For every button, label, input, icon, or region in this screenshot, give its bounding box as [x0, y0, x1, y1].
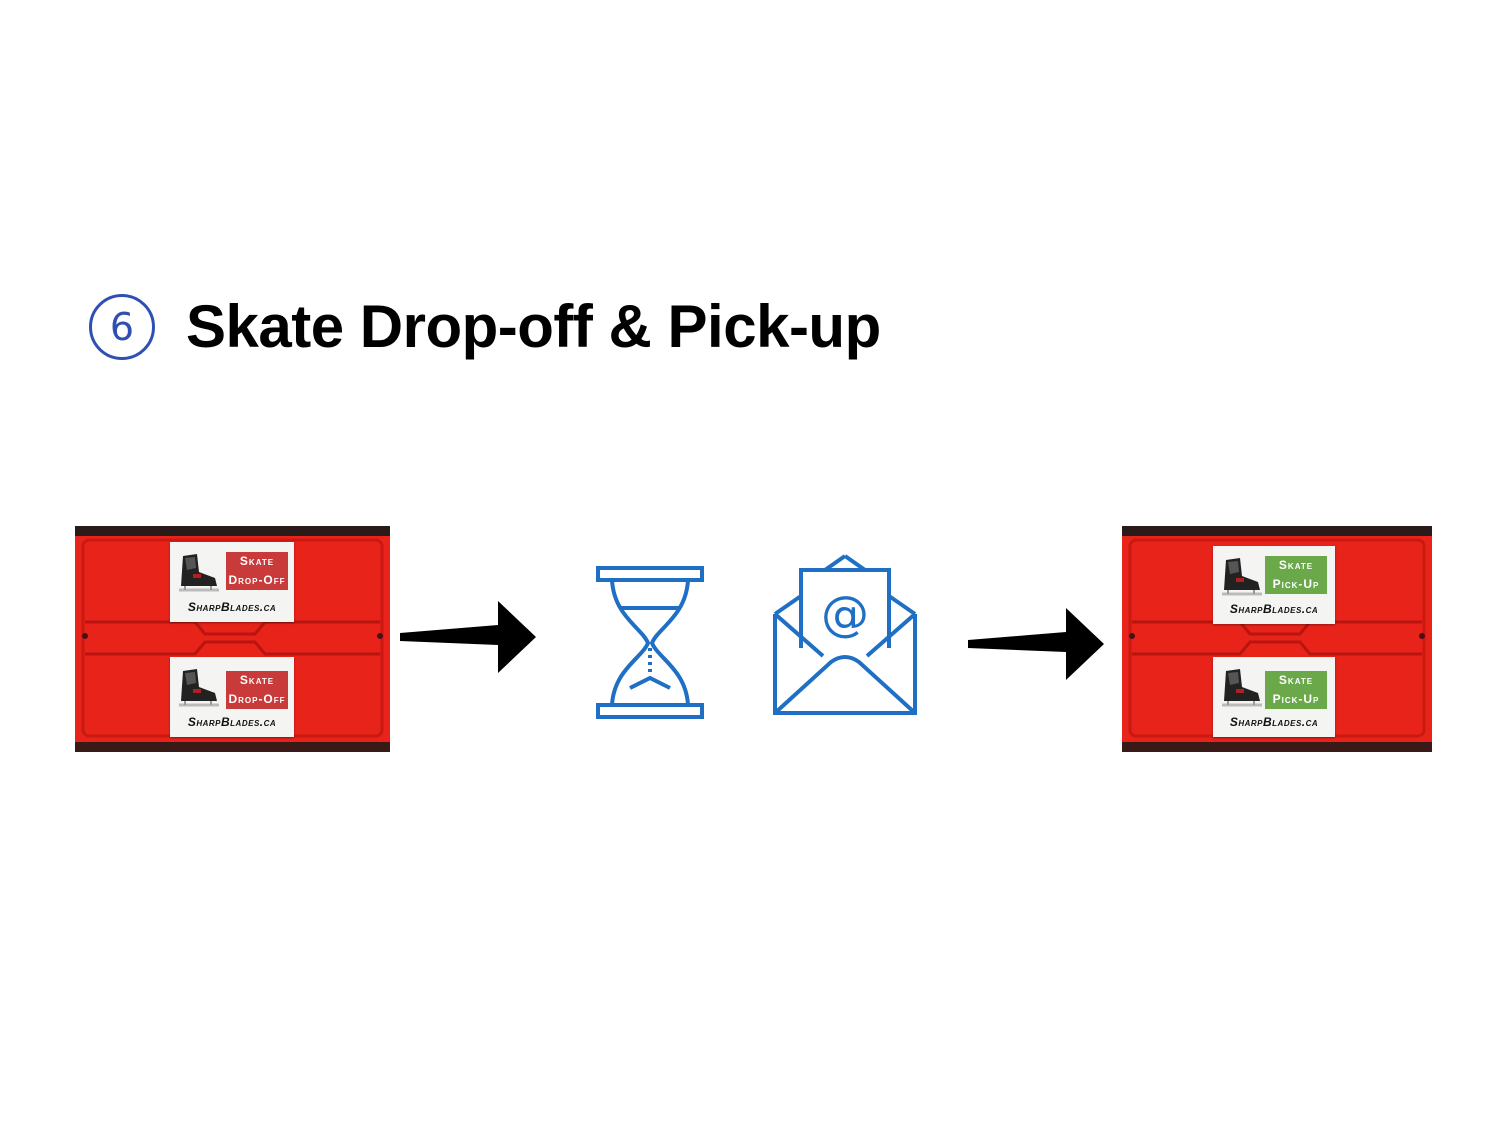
pickup-tag: Skate Pick-Up [1265, 671, 1327, 709]
tag-line2: Drop-Off [228, 573, 286, 587]
tag-line1: Skate [1278, 673, 1314, 687]
pickup-label-top: Skate Pick-Up SharpBlades.ca [1213, 546, 1335, 624]
arrow-right-icon [400, 601, 536, 673]
arrow-right-icon [968, 608, 1104, 680]
dropoff-label-top: Skate Drop-Off SharpBlades.ca [170, 542, 294, 622]
tag-line1: Skate [239, 673, 275, 687]
tag-line1: Skate [1278, 558, 1314, 572]
skate-icon [179, 554, 219, 592]
dropoff-label-bottom: Skate Drop-Off SharpBlades.ca [170, 657, 294, 737]
tag-line2: Pick-Up [1272, 577, 1320, 591]
at-sign: @ [821, 586, 869, 642]
site-url: SharpBlades.ca [187, 715, 277, 729]
dropoff-tag: Skate Drop-Off [226, 552, 288, 590]
tag-line2: Drop-Off [228, 692, 286, 706]
dropoff-crate-photo: Skate Drop-Off SharpBlades.ca Skate Drop… [75, 526, 390, 752]
tag-line1: Skate [239, 554, 275, 568]
pickup-label-bottom: Skate Pick-Up SharpBlades.ca [1213, 657, 1335, 737]
skate-icon [179, 669, 219, 707]
page-title: Skate Drop-off & Pick-up [186, 293, 881, 360]
skate-icon [1222, 669, 1262, 707]
step-number: 6 [109, 305, 135, 349]
skate-icon [1222, 558, 1262, 596]
site-url: SharpBlades.ca [1229, 715, 1319, 729]
step-number-badge: 6 [89, 294, 155, 360]
tag-line2: Pick-Up [1272, 692, 1320, 706]
dropoff-tag: Skate Drop-Off [226, 671, 288, 709]
pickup-tag: Skate Pick-Up [1265, 556, 1327, 594]
site-url: SharpBlades.ca [1229, 602, 1319, 616]
email-icon: @ [773, 554, 917, 715]
site-url: SharpBlades.ca [187, 600, 277, 614]
hourglass-icon [596, 566, 704, 719]
pickup-crate-photo: Skate Pick-Up SharpBlades.ca Skate Pick-… [1122, 526, 1432, 752]
